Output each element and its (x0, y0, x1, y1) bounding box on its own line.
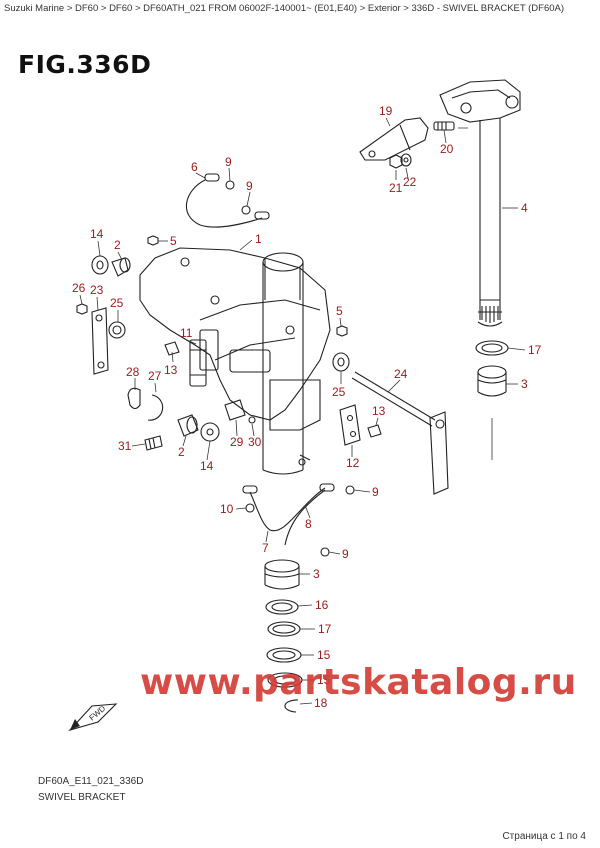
callout-14-b[interactable]: 14 (200, 459, 214, 473)
ground-wire-part[interactable] (242, 483, 355, 557)
bracket-part[interactable] (359, 117, 429, 161)
snap-ring-part[interactable] (147, 394, 164, 421)
steering-shaft-part[interactable] (439, 79, 521, 327)
thrust-washer-part[interactable] (265, 599, 299, 615)
screw-part[interactable] (76, 303, 88, 315)
bolt-part[interactable] (433, 121, 455, 131)
callout-29[interactable]: 29 (230, 435, 244, 449)
bracket-part[interactable] (224, 399, 256, 424)
bushing-part[interactable] (264, 559, 300, 590)
callout-5-a[interactable]: 5 (170, 234, 177, 248)
callout-3-a[interactable]: 3 (521, 377, 528, 391)
swivel-bracket-body[interactable] (139, 247, 331, 475)
callout-9-d[interactable]: 9 (342, 547, 349, 561)
cap-part[interactable] (108, 321, 126, 339)
callout-13-a[interactable]: 13 (164, 363, 178, 377)
callout-9-b[interactable]: 9 (246, 179, 253, 193)
o-ring-part[interactable] (475, 340, 509, 356)
callout-12[interactable]: 12 (346, 456, 360, 470)
page-indicator[interactable]: Страница с 1 по 4 (502, 831, 586, 842)
bushing-part[interactable] (111, 257, 131, 277)
bushing-part[interactable] (177, 414, 199, 437)
callout-7[interactable]: 7 (262, 541, 269, 555)
bolt-part[interactable] (147, 235, 159, 246)
callout-5-b[interactable]: 5 (336, 304, 343, 318)
callout-19[interactable]: 19 (379, 104, 393, 118)
circlip-part[interactable] (284, 699, 299, 713)
ground-wire-part[interactable] (185, 173, 270, 228)
callout-11[interactable]: 11 (180, 326, 193, 340)
callout-23[interactable]: 23 (90, 283, 104, 297)
tilt-rod-part[interactable] (351, 371, 449, 495)
plate-part[interactable] (189, 339, 207, 387)
callout-3-b[interactable]: 3 (313, 567, 320, 581)
drawing-subtitle: SWIVEL BRACKET (38, 792, 126, 803)
watermark: www.partskatalog.ru (140, 662, 577, 703)
callout-17-a[interactable]: 17 (528, 343, 542, 357)
callout-27[interactable]: 27 (148, 369, 162, 383)
callout-17-b[interactable]: 17 (318, 622, 332, 636)
leader-lines (79, 117, 526, 705)
callout-22[interactable]: 22 (403, 175, 417, 189)
callout-14-a[interactable]: 14 (90, 227, 104, 241)
forward-direction-arrow: FWD (68, 703, 118, 732)
callout-25-a[interactable]: 25 (110, 296, 124, 310)
callout-labels: 19 20 21 22 4 6 9 9 14 2 5 1 26 23 25 11… (72, 104, 542, 710)
callout-1[interactable]: 1 (255, 232, 262, 246)
callout-28[interactable]: 28 (126, 365, 140, 379)
callout-30[interactable]: 30 (248, 435, 262, 449)
grease-nipple-part[interactable] (144, 435, 163, 451)
callout-26[interactable]: 26 (72, 281, 86, 295)
bushing-part[interactable] (477, 365, 507, 397)
callout-16[interactable]: 16 (315, 598, 329, 612)
breadcrumb[interactable]: Suzuki Marine > DF60 > DF60 > DF60ATH_02… (4, 3, 565, 14)
o-ring-part[interactable] (267, 621, 301, 637)
callout-15-a[interactable]: 15 (317, 648, 331, 662)
drawing-code: DF60A_E11_021_336D (38, 776, 144, 787)
callout-15-b[interactable]: 15 (317, 673, 331, 687)
plate-part[interactable] (339, 404, 361, 446)
callout-6[interactable]: 6 (191, 160, 198, 174)
callout-25-b[interactable]: 25 (332, 385, 346, 399)
callout-9-c[interactable]: 9 (372, 485, 379, 499)
bolt-part[interactable] (336, 325, 348, 337)
cap-part[interactable] (332, 352, 350, 372)
callout-4[interactable]: 4 (521, 201, 528, 215)
bolt-part[interactable] (164, 341, 180, 356)
callout-20[interactable]: 20 (440, 142, 454, 156)
lever-part[interactable] (91, 307, 109, 375)
callout-13-b[interactable]: 13 (372, 404, 386, 418)
bolt-part[interactable] (367, 424, 382, 438)
callout-8[interactable]: 8 (305, 517, 312, 531)
callout-24[interactable]: 24 (394, 367, 408, 381)
callout-2-a[interactable]: 2 (114, 238, 121, 252)
callout-31[interactable]: 31 (118, 439, 132, 453)
washer-part[interactable] (91, 255, 109, 275)
seal-part[interactable] (266, 647, 302, 663)
washer-part[interactable] (200, 422, 220, 442)
callout-9-a[interactable]: 9 (225, 155, 232, 169)
callout-21[interactable]: 21 (389, 181, 403, 195)
nut-washer-parts[interactable] (389, 153, 412, 169)
callout-18[interactable]: 18 (314, 696, 328, 710)
callout-10[interactable]: 10 (220, 502, 234, 516)
figure-title: FIG.336D (18, 50, 152, 79)
clip-part[interactable] (127, 387, 141, 410)
callout-2-b[interactable]: 2 (178, 445, 185, 459)
